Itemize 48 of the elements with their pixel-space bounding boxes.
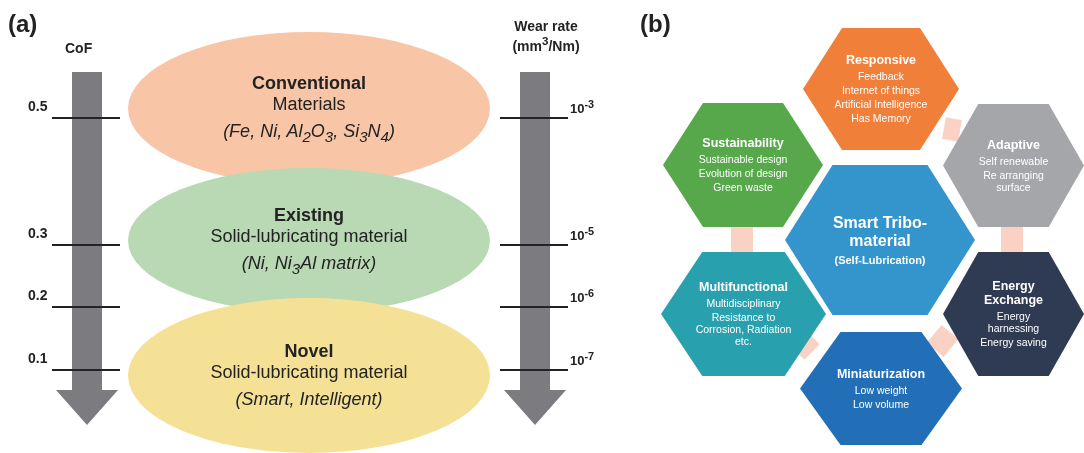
feature-text: Energy harnessing xyxy=(986,310,1041,334)
feature-text: Green waste xyxy=(713,181,773,193)
feature-text: Low weight xyxy=(854,383,908,396)
hexagon-title: Miniaturization xyxy=(836,366,926,381)
category-subtitle: Solid-lubricating material xyxy=(210,225,408,247)
category-subtitle: Materials xyxy=(272,93,346,115)
category-subtitle: Solid-lubricating material xyxy=(210,362,408,383)
hexagon-title: Energy Exchange xyxy=(982,279,1045,307)
category-title: Conventional xyxy=(252,72,366,94)
tick-label: 10$^{-6}$ xyxy=(570,287,595,306)
connector-band xyxy=(926,324,959,358)
center-title: Smart Tribo-material xyxy=(831,214,929,250)
feature-text: Has Memory xyxy=(851,112,911,124)
axis-title: CoF xyxy=(65,40,93,56)
hexagon-title: Sustainability xyxy=(702,136,784,150)
tick-label: 10$^{-3}$ xyxy=(570,98,595,117)
tick-label: 10$^{-5}$ xyxy=(570,225,595,244)
center-subtitle: (Self-Lubrication) xyxy=(833,254,927,266)
feature-text: Low volume xyxy=(853,397,909,410)
connector-band xyxy=(1001,227,1023,252)
feature-text: Evolution of design xyxy=(698,167,788,179)
feature-text: Feedback xyxy=(857,70,905,82)
hexagon-title: Adaptive xyxy=(987,137,1040,152)
feature-text: Re arranging surface xyxy=(982,168,1045,193)
example-materials: (Ni, Ni$_{3}$Al matrix) xyxy=(241,252,377,277)
tick-label: 0.5 xyxy=(28,98,48,114)
panel-label: (b) xyxy=(640,10,671,38)
panel-label: (a) xyxy=(8,10,38,38)
axis-title: Wear rate (mm$^{3}$/Nm) xyxy=(511,18,581,54)
feature-text: Resistance to Corrosion, Radiation etc. xyxy=(694,311,793,347)
category-title: Existing xyxy=(274,204,344,226)
example-materials: (Smart, Intelligent) xyxy=(235,389,383,410)
feature-text: Artificial Intelligence xyxy=(834,98,928,110)
tick-label: 0.2 xyxy=(28,287,48,303)
feature-text: Multidisciplinary xyxy=(706,297,781,309)
tick-label: 0.3 xyxy=(28,225,48,241)
category-title: Novel xyxy=(284,341,334,362)
feature-text: Energy saving xyxy=(980,336,1047,348)
feature-text: Self renewable xyxy=(978,154,1049,167)
tick-label: 0.1 xyxy=(28,350,48,366)
hexagon-title: Multifunctional xyxy=(699,280,788,294)
example-materials: (Fe, Ni, Al$_{2}$O$_{3}$, Si$_{3}$N$_{4}$) xyxy=(223,120,395,145)
connector-band xyxy=(731,227,753,252)
tick-label: 10$^{-7}$ xyxy=(570,350,595,369)
feature-text: Sustainable design xyxy=(698,153,788,165)
connector-band xyxy=(941,117,963,142)
feature-text: Internet of things xyxy=(841,84,921,96)
hexagon-title: Responsive xyxy=(845,53,917,67)
